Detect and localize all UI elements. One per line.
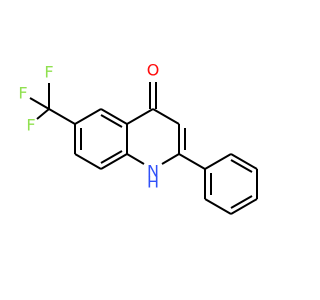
bond-c2-ph	[178, 153, 206, 170]
bond-ph2-ph3	[230, 153, 258, 170]
bond-ph5-ph6	[204, 198, 232, 215]
nitrogen-hydrogen-label: H	[147, 173, 159, 192]
bond-c7-c8	[74, 153, 102, 170]
bond-cf3-f3	[36, 108, 50, 120]
bond-ph2-ph3-inner	[230, 159, 253, 173]
bond-group	[29, 82, 258, 215]
bond-ph4-ph5	[230, 198, 258, 215]
bond-c4a-c5-inner	[100, 114, 123, 128]
bond-c2-n1	[161, 153, 180, 165]
nitrogen-label: N	[147, 162, 159, 181]
fluorine-label-top: F	[44, 63, 53, 82]
bond-ph1-ph2	[204, 153, 232, 170]
oxygen-label: O	[147, 61, 160, 80]
bond-n1-c8a	[126, 153, 145, 165]
molecule-structure-diagram: O N H F F F	[18, 61, 258, 215]
bond-c4a-c5	[100, 108, 128, 125]
bond-c5-c6	[74, 108, 102, 125]
fluorine-label-bottom: F	[26, 116, 35, 135]
bond-c4-c3	[152, 108, 180, 125]
bond-ph4-ph5-inner	[230, 195, 253, 209]
atom-label-group: O N H F F F	[18, 61, 159, 192]
bond-c8-c8a-inner	[100, 150, 123, 164]
fluorine-label-left: F	[18, 84, 27, 103]
bond-c4-c4a	[126, 108, 154, 125]
bond-c6-cf3	[48, 108, 76, 125]
bond-cf3-f2	[29, 97, 50, 110]
bond-c8-c8a	[100, 153, 128, 170]
